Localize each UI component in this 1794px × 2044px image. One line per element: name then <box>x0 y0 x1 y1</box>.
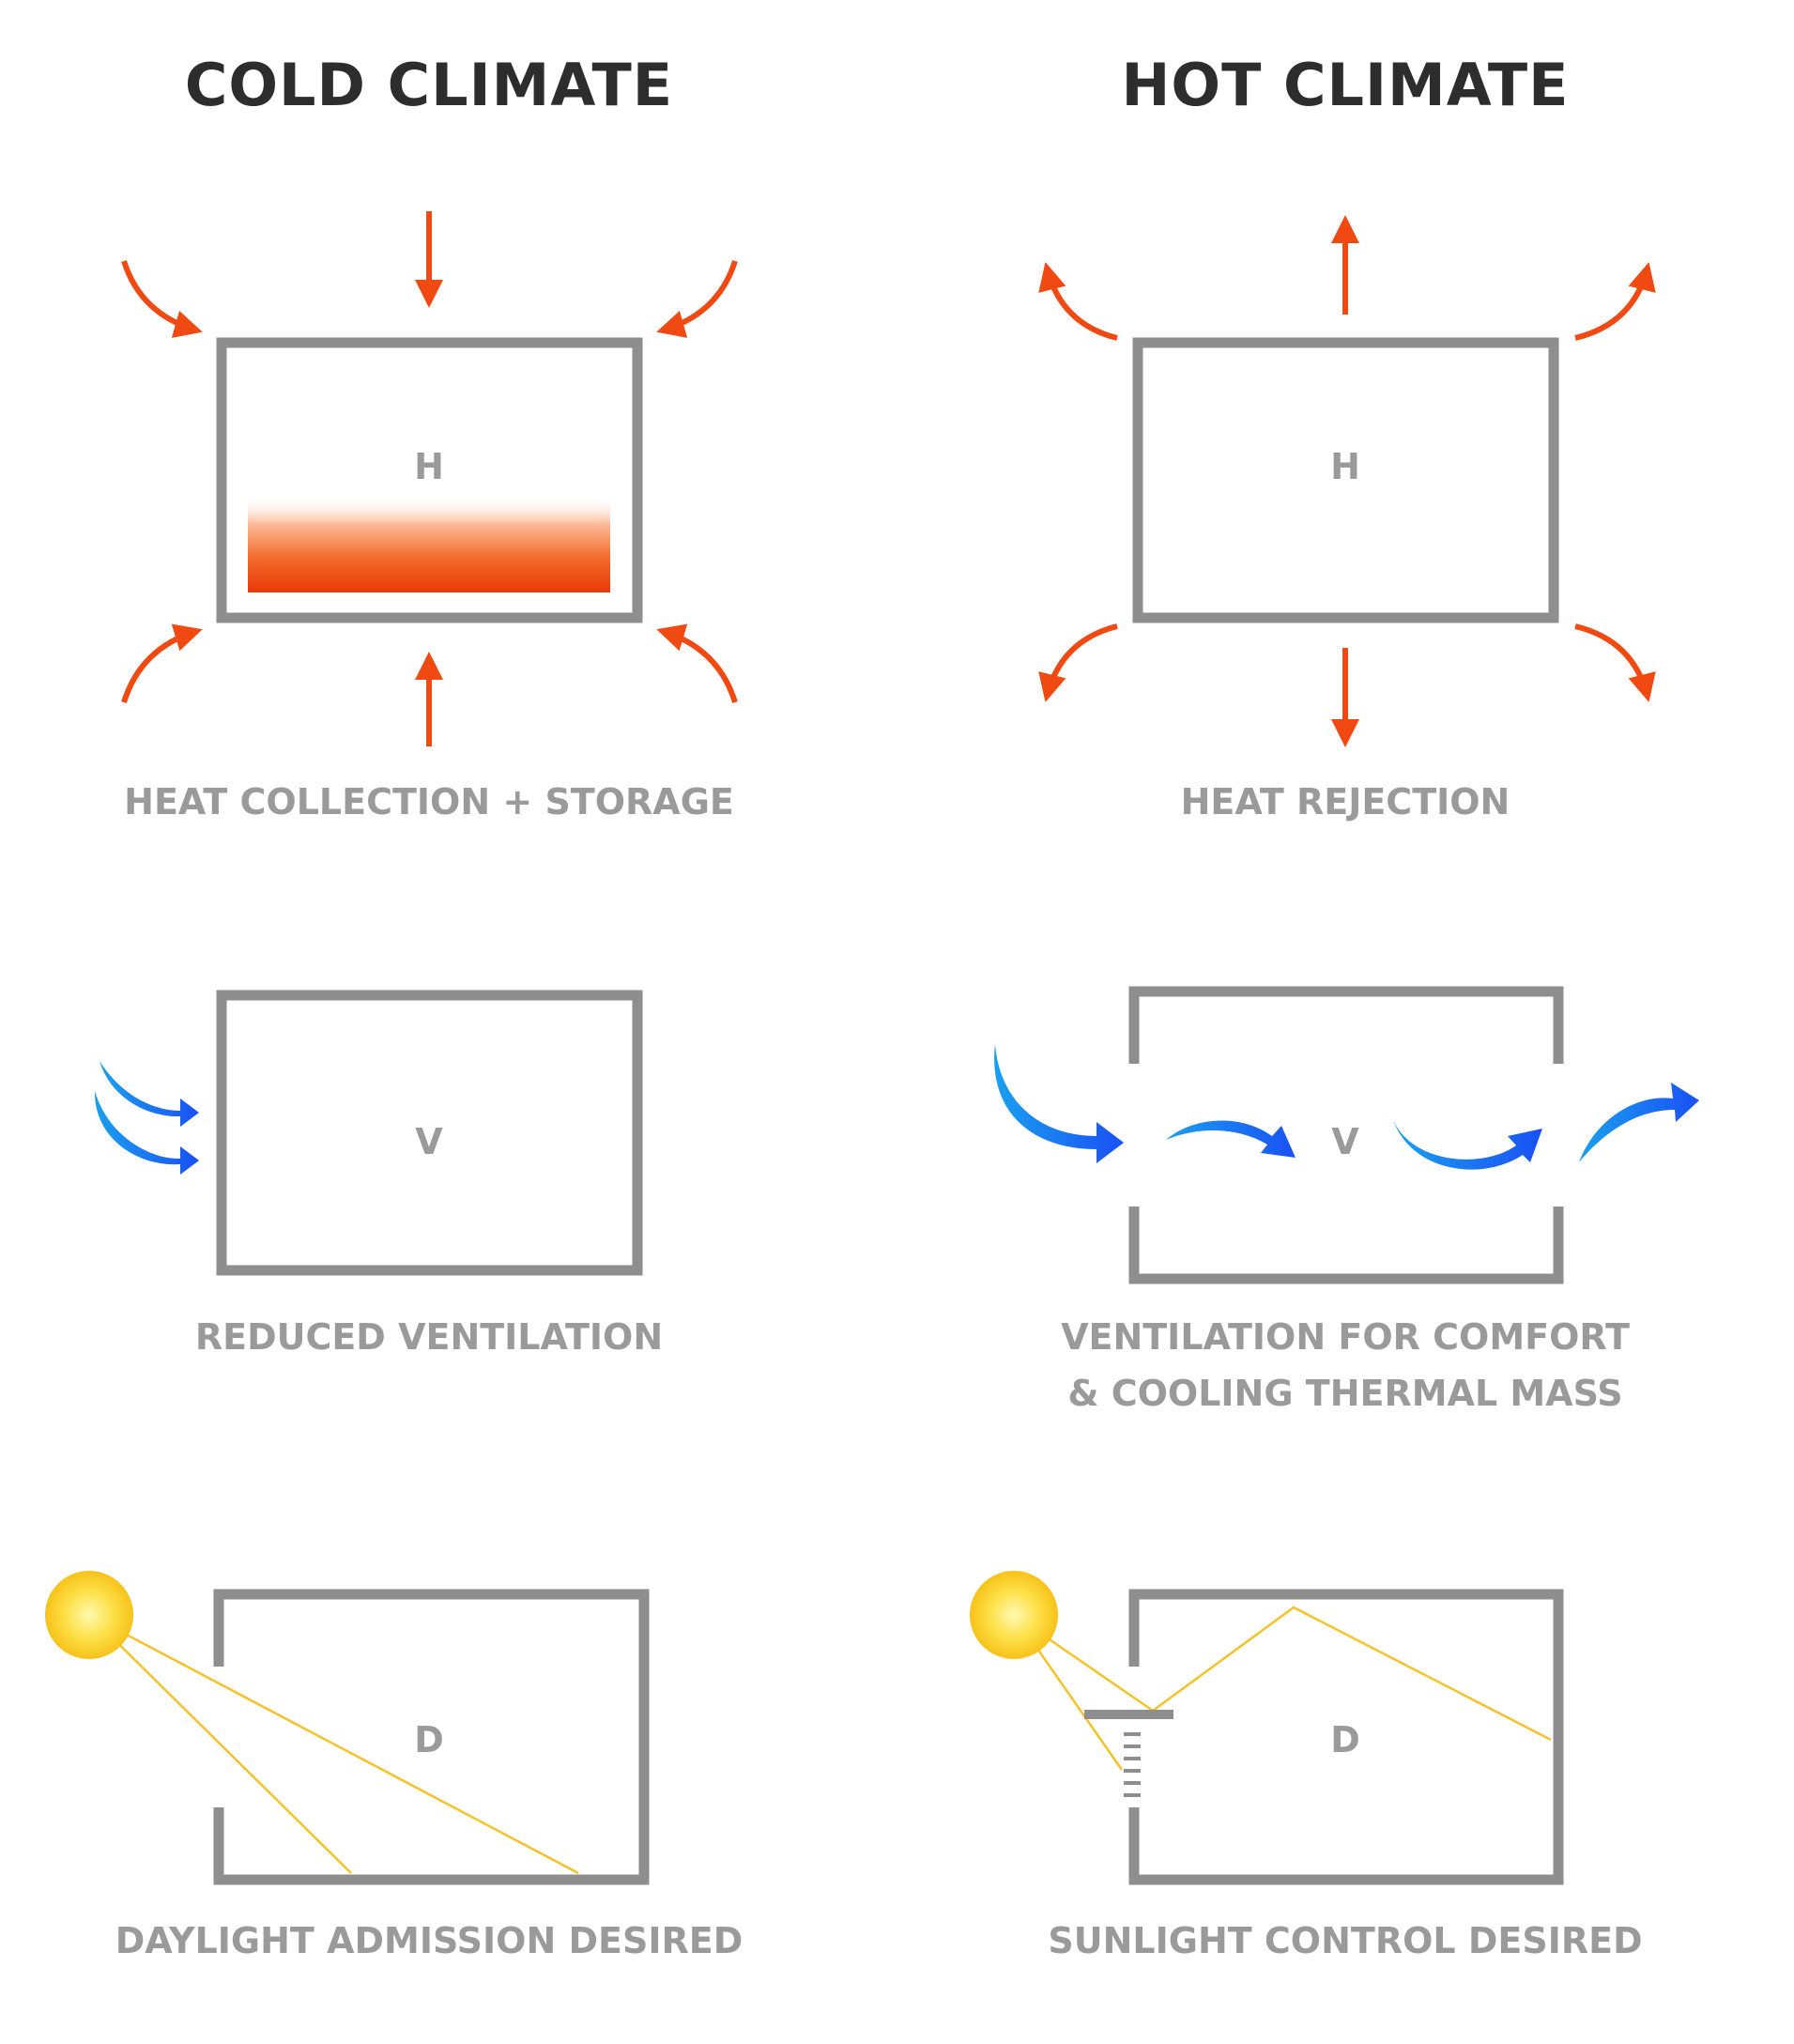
heat-arrow-in-bottom-left <box>121 623 203 703</box>
cold-day-box <box>213 1589 650 1885</box>
hot-day-caption: SUNLIGHT CONTROL DESIRED <box>1048 1920 1643 1961</box>
hot-vent-caption-line2: & COOLING THERMAL MASS <box>1067 1373 1623 1414</box>
hot-vent-caption-line1: VENTILATION FOR COMFORT <box>1061 1316 1630 1358</box>
cold-day-wall-top <box>213 1589 650 1885</box>
hot-vent-box-label: V <box>1331 1121 1359 1162</box>
hot-heat-box <box>1132 337 1559 623</box>
heat-arrow-out-bottom-left <box>1038 623 1118 702</box>
hot-vent-wall-bottom <box>1128 1206 1564 1284</box>
cold-day-box-label: D <box>414 1719 444 1760</box>
cold-heat-caption: HEAT COLLECTION + STORAGE <box>124 781 734 822</box>
reflected-sun-ray <box>1013 1606 1552 1742</box>
vent-arrow-inlet <box>994 1044 1124 1163</box>
hot-sun-icon <box>970 1571 1058 1659</box>
cold-day-caption: DAYLIGHT ADMISSION DESIRED <box>115 1920 744 1961</box>
vent-arrow-inside-1 <box>1166 1120 1296 1158</box>
cold-climate-title: COLD CLIMATE <box>184 51 674 119</box>
heat-arrow-out-bottom-right <box>1574 623 1656 702</box>
louver-slats <box>1124 1732 1141 1797</box>
heat-arrow-in-bottom-right <box>656 623 738 703</box>
cold-sun-rays <box>88 1613 579 1875</box>
hot-heat-arrows <box>1038 215 1656 747</box>
vent-arrow-upper <box>100 1061 199 1127</box>
hot-vent-arrows <box>994 1044 1699 1170</box>
sun-shading-device <box>1084 1710 1173 1797</box>
cold-sun-icon <box>45 1571 133 1659</box>
hot-sun-rays <box>1012 1606 1552 1771</box>
heat-arrow-in-top-left <box>121 260 203 338</box>
hot-day-box-label: D <box>1330 1719 1360 1760</box>
sun-ray-2 <box>88 1613 579 1875</box>
cold-heat-arrows <box>121 211 738 746</box>
cold-vent-arrows <box>94 1061 199 1175</box>
heat-arrow-out-top-right <box>1574 262 1656 341</box>
cold-vent-caption: REDUCED VENTILATION <box>194 1316 664 1358</box>
cold-heat-box <box>216 337 643 623</box>
cold-vent-box-label: V <box>415 1121 443 1162</box>
vent-arrow-inside-2 <box>1393 1120 1542 1170</box>
hot-heat-caption: HEAT REJECTION <box>1180 781 1510 822</box>
hot-vent-box <box>1128 986 1564 1284</box>
cold-vent-box <box>216 990 643 1276</box>
hot-climate-title: HOT CLIMATE <box>1121 51 1570 119</box>
hot-day-wall <box>1128 1589 1564 1885</box>
vent-arrow-outlet <box>1579 1083 1699 1162</box>
heat-arrow-in-top-right <box>656 260 738 338</box>
shading-overhang <box>1084 1710 1173 1719</box>
cold-heat-box-label: H <box>414 446 444 487</box>
hot-heat-box-label: H <box>1330 446 1360 487</box>
vent-arrow-lower <box>94 1091 199 1175</box>
sun-ray-1 <box>88 1614 352 1874</box>
hot-day-box <box>1128 1589 1564 1885</box>
heat-storage-gradient <box>248 496 610 592</box>
heat-arrow-out-top-left <box>1038 262 1118 341</box>
hot-vent-wall-top <box>1128 986 1564 1064</box>
